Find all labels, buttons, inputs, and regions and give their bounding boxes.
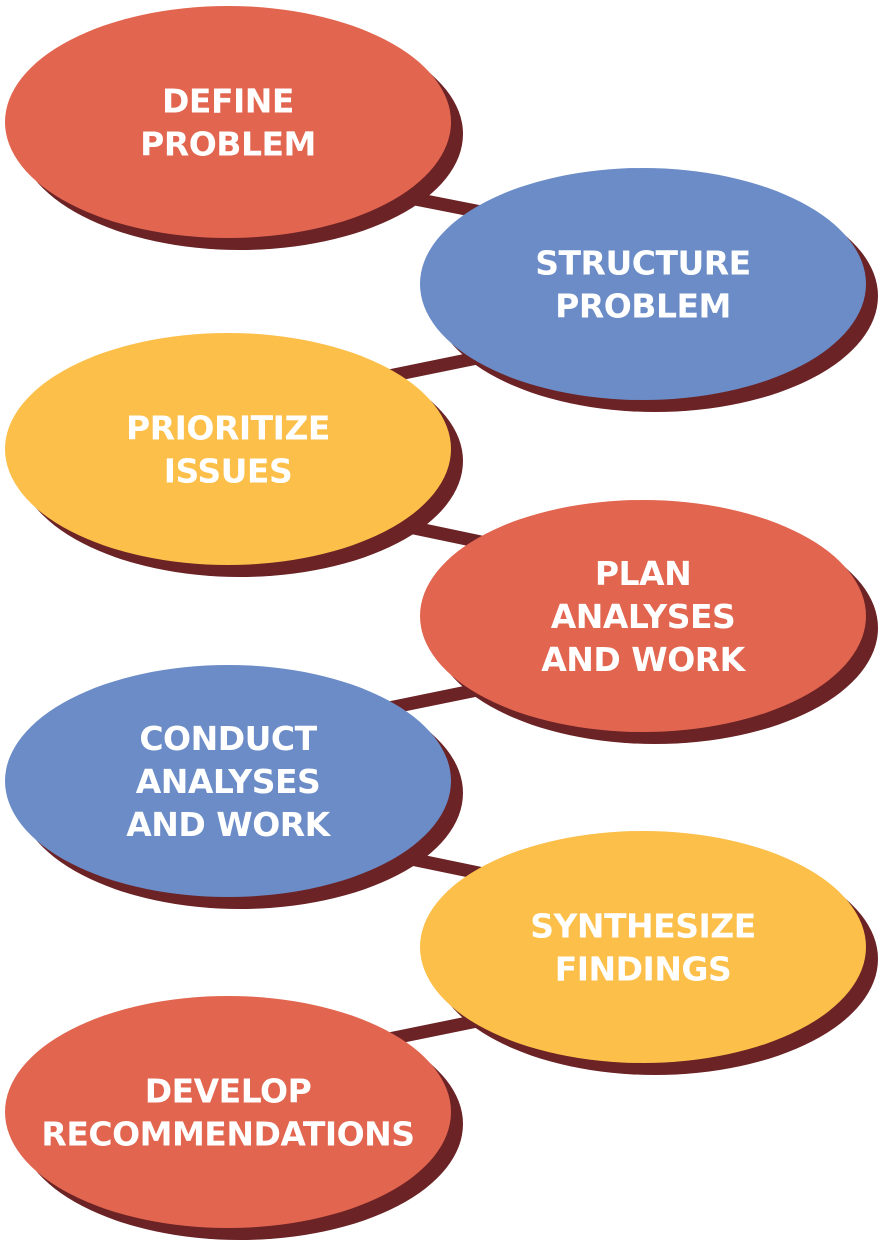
step-label: FINDINGS <box>555 950 732 989</box>
step-node-4: PLAN ANALYSES AND WORK <box>420 500 878 744</box>
step-label: SYNTHESIZE <box>530 907 755 946</box>
node-ellipse <box>420 168 866 400</box>
step-label: DEVELOP <box>145 1072 312 1111</box>
node-ellipse <box>420 831 866 1063</box>
step-node-7: DEVELOP RECOMMENDATIONS <box>5 996 463 1240</box>
step-node-2: STRUCTURE PROBLEM <box>420 168 878 412</box>
step-node-1: DEFINE PROBLEM <box>5 6 463 250</box>
node-ellipse <box>5 333 451 565</box>
step-label: PROBLEM <box>555 287 731 326</box>
node-ellipse <box>5 665 451 897</box>
step-node-3: PRIORITIZE ISSUES <box>5 333 463 577</box>
step-label: AND WORK <box>126 805 331 844</box>
step-label: CONDUCT <box>139 719 317 758</box>
step-label: PRIORITIZE <box>126 409 330 448</box>
step-label: RECOMMENDATIONS <box>41 1115 414 1154</box>
step-node-6: SYNTHESIZE FINDINGS <box>420 831 878 1075</box>
step-label: DEFINE <box>162 82 294 121</box>
step-label: AND WORK <box>541 640 746 679</box>
node-ellipse <box>5 996 451 1228</box>
node-ellipse <box>5 6 451 238</box>
step-label: PLAN <box>595 554 691 593</box>
step-label: ANALYSES <box>551 597 736 636</box>
step-label: STRUCTURE <box>535 244 750 283</box>
step-label: PROBLEM <box>140 125 316 164</box>
step-node-5: CONDUCT ANALYSES AND WORK <box>5 665 463 909</box>
node-ellipse <box>420 500 866 732</box>
step-label: ISSUES <box>164 452 292 491</box>
step-label: ANALYSES <box>136 762 321 801</box>
